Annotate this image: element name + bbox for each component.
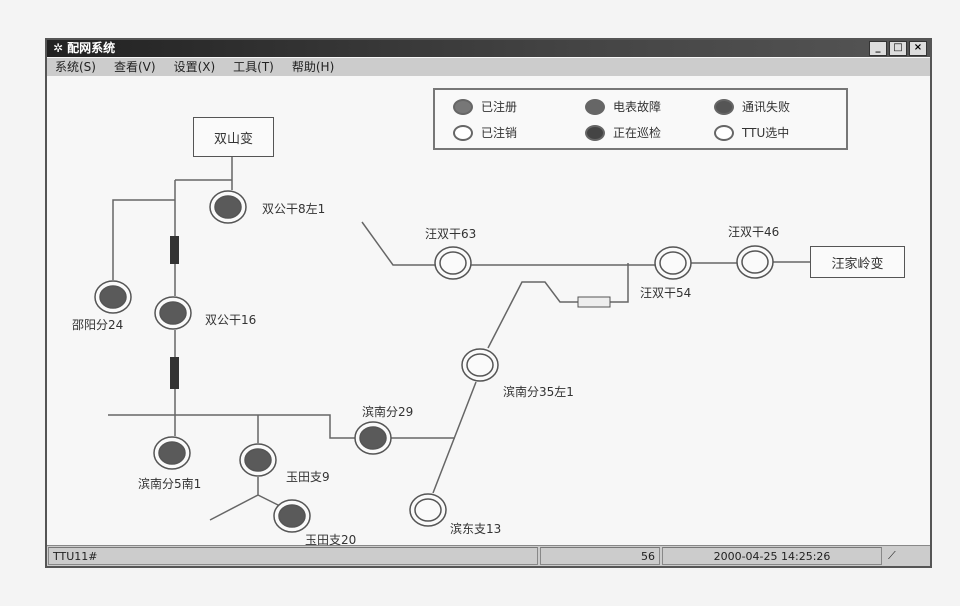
node-label: 玉田支20 xyxy=(305,533,357,547)
node-registered[interactable] xyxy=(154,296,192,330)
node-label: 滨南分5南1 xyxy=(138,477,202,491)
minimize-button[interactable]: _ xyxy=(869,41,887,56)
node-deregistered[interactable] xyxy=(434,246,472,280)
substation-shuangshan[interactable]: 双山变 xyxy=(193,117,274,157)
line xyxy=(108,330,455,443)
legend-label: 已注册 xyxy=(481,100,518,114)
node-label: 邵阳分24 xyxy=(72,318,124,332)
menu-view[interactable]: 查看(V) xyxy=(113,60,156,74)
line xyxy=(432,263,629,494)
comm-failure-icon xyxy=(714,98,734,115)
menu-tools[interactable]: 工具(T) xyxy=(233,60,274,74)
maximize-button[interactable]: □ xyxy=(889,41,907,56)
node-label: 双公干16 xyxy=(205,313,257,327)
line xyxy=(112,155,233,296)
legend-label: 已注销 xyxy=(481,126,518,140)
legend: 已注册 电表故障 通讯失败 已注销 正在巡检 TTU选中 xyxy=(433,88,848,150)
status-datetime: 2000-04-25 14:25:26 xyxy=(662,547,882,565)
status-count: 56 xyxy=(540,547,660,565)
fuse-1 xyxy=(170,236,179,264)
node-label: 滨南分29 xyxy=(362,405,414,419)
fuse-2 xyxy=(170,357,179,389)
meter-fault-icon xyxy=(585,98,605,115)
ttu-selected-icon xyxy=(714,124,734,141)
node-registered[interactable] xyxy=(153,436,191,470)
line xyxy=(209,477,281,521)
node-deregistered[interactable] xyxy=(654,246,692,280)
node-registered[interactable] xyxy=(273,499,311,533)
menu-help[interactable]: 帮助(H) xyxy=(291,60,335,74)
close-button[interactable]: × xyxy=(909,41,927,56)
node-label: 汪双干54 xyxy=(640,286,692,300)
node-deregistered[interactable] xyxy=(409,493,447,527)
legend-label: 电表故障 xyxy=(613,100,662,114)
node-deregistered[interactable] xyxy=(736,245,774,279)
menu-system[interactable]: 系统(S) xyxy=(55,60,96,74)
node-label: 双公干8左1 xyxy=(262,202,326,216)
registered-icon xyxy=(453,98,473,115)
resize-grip[interactable]: ⟋ xyxy=(888,549,896,562)
inspecting-icon xyxy=(585,124,605,141)
app-icon: ✲ xyxy=(53,41,64,55)
node-registered[interactable] xyxy=(94,280,132,314)
title-bar: ✲配网系统 _ □ × xyxy=(47,40,930,57)
switch xyxy=(577,296,611,308)
node-deregistered[interactable] xyxy=(461,348,499,382)
line xyxy=(361,221,810,266)
node-label: 滨南分35左1 xyxy=(503,385,574,399)
node-label: 汪双干46 xyxy=(728,225,780,239)
status-bar: TTU11# 56 2000-04-25 14:25:26 ⟋ xyxy=(47,545,930,566)
node-registered[interactable] xyxy=(354,421,392,455)
window-title: 配网系统 xyxy=(67,41,116,55)
legend-label: TTU选中 xyxy=(742,126,790,140)
node-label: 汪双干63 xyxy=(425,227,477,241)
legend-label: 正在巡检 xyxy=(613,126,662,140)
menu-settings[interactable]: 设置(X) xyxy=(173,60,216,74)
node-label: 玉田支9 xyxy=(286,470,330,484)
substation-wangjialing[interactable]: 汪家岭变 xyxy=(810,246,905,278)
legend-label: 通讯失败 xyxy=(742,100,791,114)
node-label: 滨东支13 xyxy=(450,522,502,536)
node-registered[interactable] xyxy=(209,190,247,224)
status-ttu: TTU11# xyxy=(48,547,538,565)
node-registered[interactable] xyxy=(239,443,277,477)
deregistered-icon xyxy=(453,124,473,141)
menu-bar: 系统(S) 查看(V) 设置(X) 工具(T) 帮助(H) xyxy=(47,58,930,76)
